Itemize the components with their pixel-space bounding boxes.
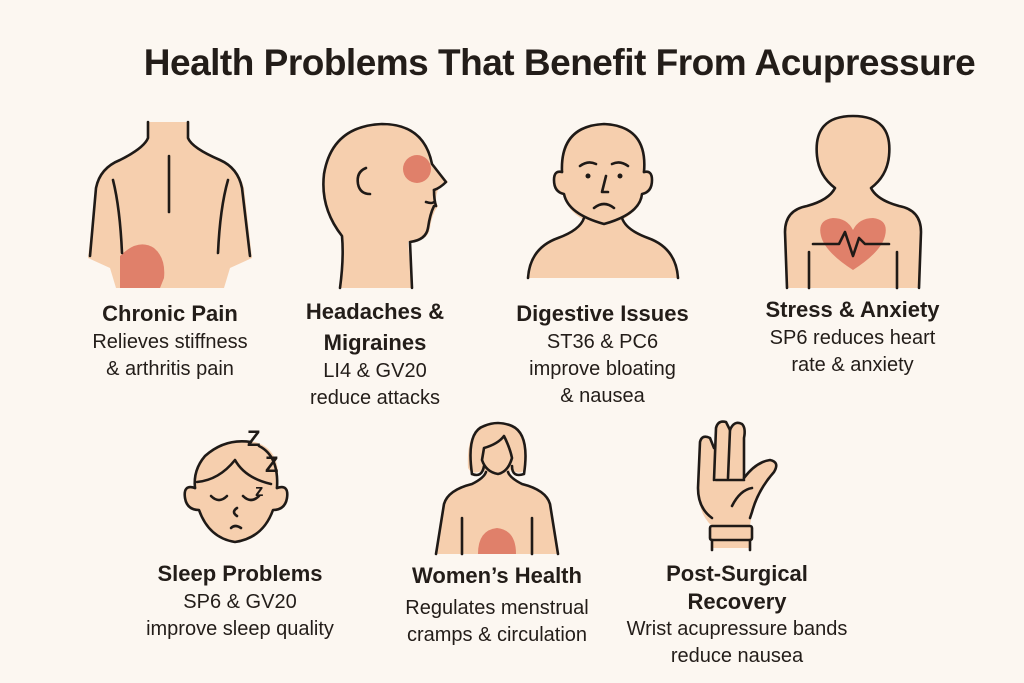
item-desc-line: ST36 & PC6 (546, 331, 659, 353)
item-label: Post-Surgical (666, 561, 808, 586)
item-desc-line: Regulates menstrual (405, 597, 589, 619)
item-desc-line: & arthritis pain (106, 358, 234, 380)
head-profile-icon (322, 122, 448, 290)
sleeping-face-icon: Z Z z (183, 426, 289, 544)
card-digestive-issues: Digestive Issues ST36 & PC6 improve bloa… (495, 118, 710, 410)
card-chronic-pain: Chronic Pain Relieves stiffness & arthri… (70, 118, 270, 383)
item-desc-line: SP6 & GV20 (183, 591, 297, 613)
item-label: Headaches & (305, 299, 445, 324)
page-title: Health Problems That Benefit From Acupre… (143, 42, 976, 83)
item-label: Women’s Health (412, 563, 582, 588)
svg-text:Z: Z (247, 426, 260, 451)
item-label: Digestive Issues (516, 301, 689, 326)
person-bust-icon (526, 122, 679, 280)
item-label: Sleep Problems (157, 561, 323, 586)
svg-text:z: z (255, 481, 264, 500)
item-desc-line: SP6 reduces heart (769, 327, 936, 349)
svg-text:Z: Z (265, 452, 278, 477)
card-womens-health: Women’s Health Regulates menstrual cramp… (382, 418, 612, 649)
female-torso-icon (434, 421, 560, 556)
item-desc-line: reduce nausea (670, 645, 804, 667)
item-desc-line: rate & anxiety (791, 354, 914, 376)
item-label: Chronic Pain (102, 301, 238, 326)
card-stress-anxiety: Stress & Anxiety SP6 reduces heart rate … (745, 112, 960, 379)
item-desc-line: cramps & circulation (406, 624, 588, 646)
card-headaches-migraines: Headaches & Migraines LI4 & GV20 reduce … (280, 118, 470, 412)
back-torso-icon (88, 120, 252, 288)
item-label: Recovery (687, 589, 787, 614)
item-label: Stress & Anxiety (765, 297, 940, 322)
item-desc-line: Wrist acupressure bands (626, 618, 848, 640)
item-desc-line: & nausea (560, 385, 645, 407)
item-desc-line: improve bloating (529, 358, 676, 380)
card-sleep-problems: Z Z z Sleep Problems SP6 & GV20 improve … (140, 424, 340, 643)
item-desc-line: Relieves stiffness (92, 331, 248, 353)
zzz-icon: Z Z z (247, 426, 278, 500)
item-label: Migraines (323, 330, 427, 355)
card-post-surgical-recovery: Post-Surgical Recovery Wrist acupressure… (612, 418, 862, 670)
item-desc-line: improve sleep quality (146, 618, 334, 640)
item-desc-line: LI4 & GV20 (323, 360, 427, 382)
heart-torso-icon (783, 114, 922, 290)
hand-wristband-icon (696, 420, 778, 552)
item-desc-line: reduce attacks (309, 387, 441, 409)
